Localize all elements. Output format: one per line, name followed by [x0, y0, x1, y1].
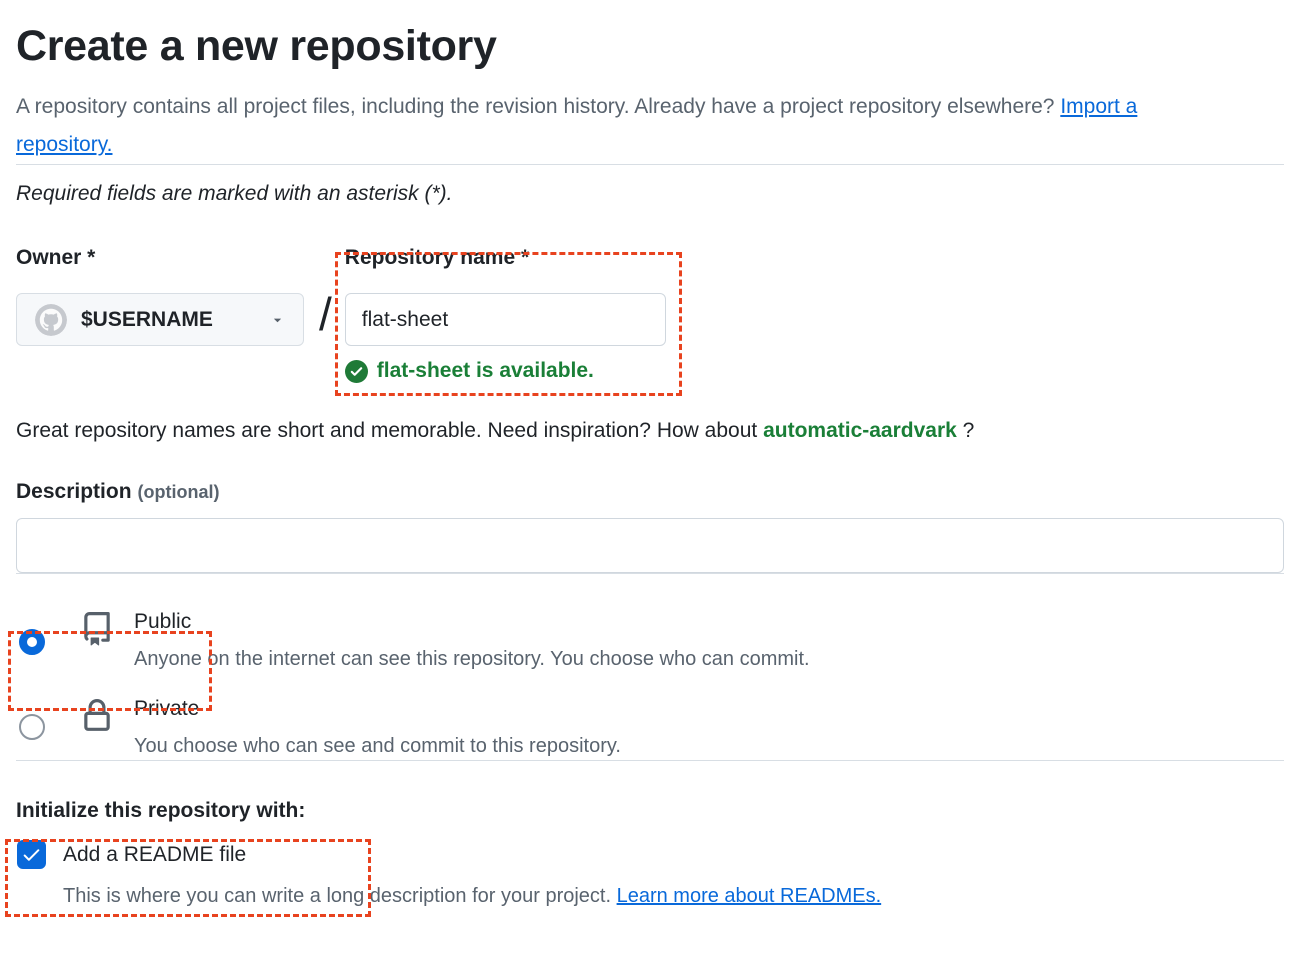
- learn-more-readmes-link[interactable]: Learn more about READMEs.: [616, 885, 882, 907]
- divider: [16, 760, 1284, 761]
- visibility-option-private: Private You choose who can see and commi…: [16, 692, 1284, 760]
- name-suggestion: Great repository names are short and mem…: [16, 416, 1284, 446]
- repository-name-field: Repository name * flat-sheet is availabl…: [344, 245, 666, 383]
- owner-avatar: [35, 303, 67, 336]
- divider: [16, 573, 1284, 574]
- owner-label: Owner *: [16, 246, 96, 269]
- private-radio[interactable]: [19, 714, 45, 740]
- public-radio[interactable]: [19, 629, 45, 655]
- readme-checkbox-row: Add a README file: [17, 840, 1284, 869]
- chevron-down-icon: [274, 318, 281, 323]
- divider: [16, 164, 1284, 165]
- suggestion-question-mark: ?: [956, 419, 975, 442]
- availability-status: flat-sheet is available.: [344, 359, 666, 383]
- suggestion-text: Great repository names are short and mem…: [16, 419, 764, 442]
- owner-value: $USERNAME: [81, 307, 213, 331]
- owner-field: Owner * $USERNAME: [16, 245, 304, 346]
- description-label: Description: [16, 480, 132, 503]
- readme-checkbox-label[interactable]: Add a README file: [63, 842, 247, 866]
- intro-text: A repository contains all project files,…: [16, 95, 1061, 118]
- owner-dropdown-button[interactable]: $USERNAME: [16, 293, 304, 346]
- public-option-text: Public Anyone on the internet can see th…: [134, 605, 810, 673]
- readme-checkbox[interactable]: [17, 840, 46, 869]
- public-label[interactable]: Public: [134, 610, 192, 633]
- description-label-row: Description(optional): [16, 479, 1284, 505]
- owner-repo-row: Owner * $USERNAME / Repository name *: [16, 245, 1284, 383]
- check-circle-icon: [344, 359, 368, 383]
- repository-name-label: Repository name *: [344, 246, 530, 269]
- readme-help-text: This is where you can write a long descr…: [63, 882, 1284, 910]
- initialize-heading: Initialize this repository with:: [16, 799, 306, 822]
- private-option-text: Private You choose who can see and commi…: [134, 692, 621, 760]
- readme-help-body: This is where you can write a long descr…: [63, 885, 617, 907]
- visibility-option-public: Public Anyone on the internet can see th…: [16, 605, 1284, 673]
- import-repository-link[interactable]: Import a repository.: [16, 95, 1138, 156]
- description-input[interactable]: [16, 518, 1284, 573]
- availability-message: flat-sheet is available.: [376, 359, 594, 382]
- page-title: Create a new repository: [16, 22, 497, 70]
- public-description: Anyone on the internet can see this repo…: [134, 648, 810, 670]
- check-icon: [23, 849, 40, 861]
- description-optional-tag: (optional): [137, 482, 220, 502]
- owner-repo-separator: /: [319, 288, 332, 340]
- required-fields-note: Required fields are marked with an aster…: [16, 182, 453, 205]
- private-description: You choose who can see and commit to thi…: [134, 735, 621, 757]
- lock-icon: [84, 699, 110, 731]
- private-label[interactable]: Private: [134, 697, 200, 720]
- intro-paragraph: A repository contains all project files,…: [16, 88, 1216, 164]
- suggested-repo-name[interactable]: automatic-aardvark: [763, 419, 957, 442]
- repository-name-input[interactable]: [344, 293, 666, 346]
- repo-book-icon: [84, 612, 110, 646]
